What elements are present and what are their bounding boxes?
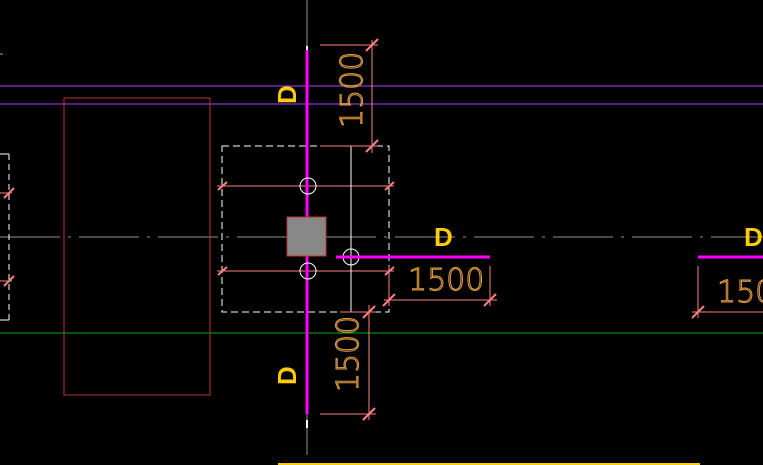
bottom-dim-text: 1500: [331, 316, 366, 392]
section-tag-right-near[interactable]: D: [434, 222, 453, 252]
bottom-dim-tick-upper: [362, 305, 376, 319]
right-dim-text: 1500: [408, 263, 484, 298]
foundation-dim-tick-ul: [217, 181, 228, 191]
bottom-dim-tick-lower: [362, 407, 376, 421]
red-outline-rectangle[interactable]: [63, 97, 211, 396]
right-dim-tick-right: [483, 293, 497, 307]
foundation-dim-tick-ur: [384, 181, 395, 191]
top-dim-tick-lower: [365, 139, 379, 153]
column-square-icon[interactable]: [286, 216, 327, 257]
section-tag-top[interactable]: D: [272, 85, 302, 104]
circle-marker-icon[interactable]: [299, 262, 317, 280]
far-dim-tick-left: [691, 305, 705, 319]
far-dim-text: 150: [717, 275, 763, 310]
right-dim-tick-left: [382, 293, 396, 307]
top-dim-tick-upper: [365, 38, 379, 52]
circle-marker-icon[interactable]: [299, 177, 317, 195]
section-tag-right-far[interactable]: D: [744, 222, 763, 252]
section-tag-bottom[interactable]: D: [272, 366, 302, 385]
foundation-dim-tick-ll: [217, 266, 228, 276]
top-dim-text: 1500: [335, 52, 370, 128]
